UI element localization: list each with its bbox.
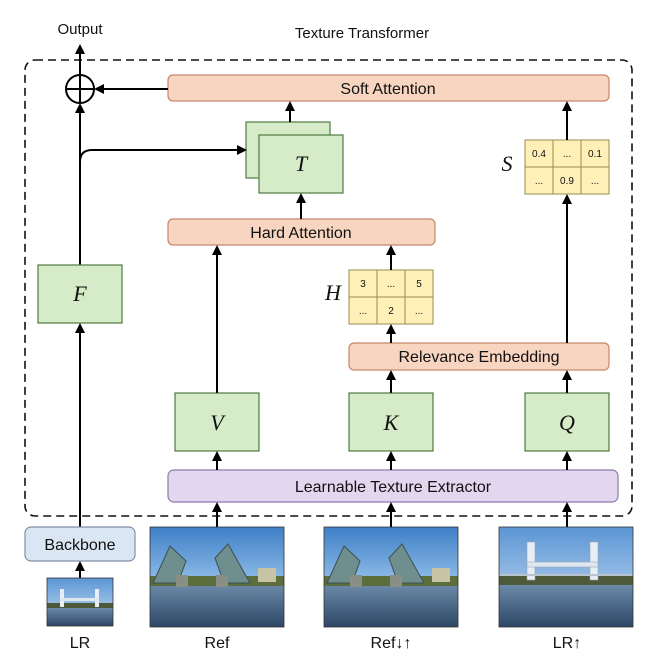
ref-down-up-image [323, 526, 459, 628]
h-cell: ... [387, 279, 395, 290]
s-cell: ... [563, 149, 571, 160]
hard-attention-label: Hard Attention [250, 225, 351, 242]
h-cell: 2 [388, 306, 394, 317]
s-cell: ... [535, 176, 543, 187]
texture-extractor-label: Learnable Texture Extractor [295, 479, 492, 496]
f-feature-block [37, 264, 123, 324]
ref-label: Ref [205, 635, 230, 652]
diagram-title: Texture Transformer [295, 25, 429, 42]
h-matrix-label: H [324, 280, 342, 305]
relevance-embedding-label: Relevance Embedding [399, 349, 560, 366]
soft-attention-label: Soft Attention [340, 81, 435, 98]
s-cell: 0.4 [532, 149, 546, 160]
relevance-embedding-block [348, 342, 610, 371]
lr-label: LR [70, 635, 90, 652]
q-feature-label: Q [559, 410, 575, 435]
v-feature-label: V [210, 410, 226, 435]
t-feature-label: T [295, 151, 309, 176]
lr-up-image [498, 526, 634, 628]
output-label: Output [57, 21, 103, 38]
s-cell: 0.1 [588, 149, 602, 160]
h-matrix: 3 ... 5 ... 2 ... [348, 269, 434, 325]
q-feature-block [524, 392, 610, 452]
h-cell: ... [415, 306, 423, 317]
t-feature-block [258, 134, 344, 194]
s-cell: ... [591, 176, 599, 187]
arrow-f-to-t [79, 145, 247, 168]
h-cell: ... [359, 306, 367, 317]
f-feature-label: F [72, 281, 87, 306]
ref-image [149, 526, 285, 628]
s-cell: 0.9 [560, 176, 574, 187]
k-feature-block [348, 392, 434, 452]
h-cell: 5 [416, 279, 422, 290]
v-feature-block [174, 392, 260, 452]
s-matrix: 0.4 ... 0.1 ... 0.9 ... [524, 139, 610, 195]
texture-transformer-frame [24, 59, 633, 517]
s-matrix-label: S [502, 151, 513, 176]
backbone-label: Backbone [44, 537, 115, 554]
lr-image [46, 577, 114, 627]
ref-down-up-label: Ref↓↑ [371, 635, 412, 652]
h-cell: 3 [360, 279, 366, 290]
sum-node-icon [65, 74, 95, 104]
k-feature-label: K [383, 410, 400, 435]
lr-up-label: LR↑ [553, 635, 581, 652]
